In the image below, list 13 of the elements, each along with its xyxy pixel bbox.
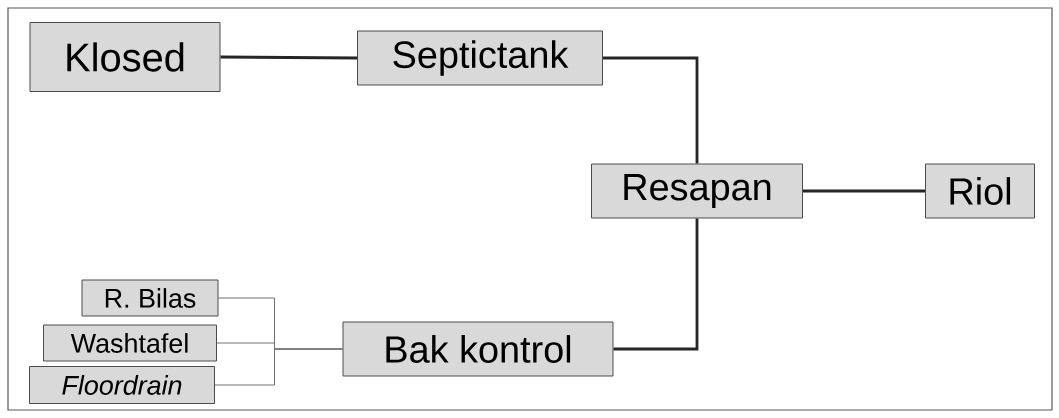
connector-line <box>803 189 925 193</box>
label-box: Washtafel <box>43 324 217 362</box>
label-box: Floordrain <box>29 366 215 404</box>
connector-line <box>214 348 343 386</box>
label-box: Bak kontrol <box>342 321 614 377</box>
connector-line <box>220 55 357 60</box>
label-box: Resapan <box>591 163 803 219</box>
connector-line <box>603 56 699 164</box>
label-box: Riol <box>925 163 1035 219</box>
label-box: Septictank <box>357 30 603 86</box>
connector-line <box>613 218 699 351</box>
label-box: Klosed <box>29 22 221 92</box>
label-box: R. Bilas <box>81 279 219 317</box>
